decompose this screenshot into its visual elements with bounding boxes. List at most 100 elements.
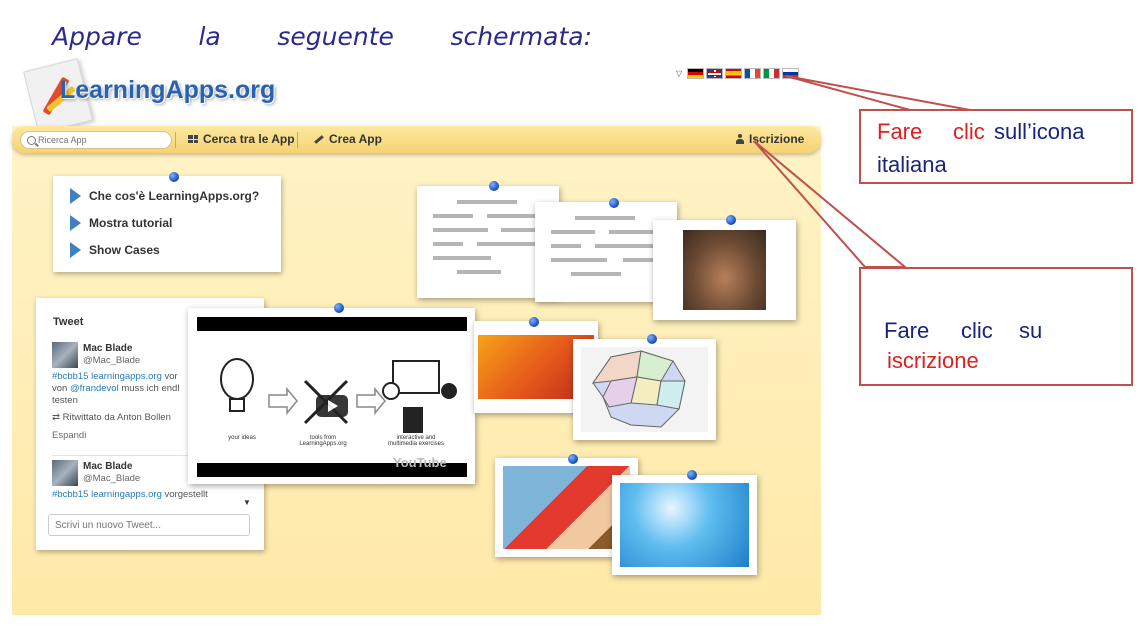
tweet-handle[interactable]: @Mac_Blade <box>83 473 141 484</box>
tweet-item[interactable]: Mac Blade @Mac_Blade #bcbb15 learningapp… <box>52 460 252 505</box>
menu-item-label: Che cos'è LearningApps.org? <box>89 189 260 203</box>
text-line <box>551 258 607 262</box>
text-line <box>551 230 595 234</box>
tweet-text-part: vorgestellt <box>161 489 208 500</box>
pin-icon <box>489 181 499 191</box>
language-selector: ▽ <box>676 68 800 79</box>
video-caption: tools from LearningApps.org <box>299 435 347 447</box>
fresco-image <box>683 230 766 310</box>
text-line <box>501 228 537 232</box>
callout-word: italiana <box>877 152 947 177</box>
pin-icon <box>169 172 179 182</box>
browse-apps-label: Cerca tra le App <box>203 132 295 146</box>
title-word: Appare <box>52 22 142 51</box>
text-line <box>433 256 491 260</box>
flag-russian-icon[interactable] <box>782 68 800 79</box>
pin-icon <box>609 198 619 208</box>
text-line <box>575 216 635 220</box>
nav-divider <box>175 132 176 148</box>
tweet-compose-input[interactable] <box>48 514 250 536</box>
tweet-author[interactable]: Mac Blade <box>83 343 133 354</box>
play-arrow-icon <box>70 188 81 204</box>
flag-german-icon[interactable] <box>687 68 705 79</box>
map-illustration <box>591 350 686 428</box>
create-app-link[interactable]: Crea App <box>314 132 382 146</box>
app-thumbnail[interactable] <box>653 220 796 320</box>
callout-word: Fare <box>877 119 923 144</box>
avatar[interactable] <box>52 460 78 486</box>
tweet-text: #bcbb15 learningapps.org vor von @frande… <box>52 371 250 407</box>
tweet-author[interactable]: Mac Blade <box>83 461 133 472</box>
signup-label: Iscrizione <box>749 132 805 146</box>
retweet-info: ⇄ Ritwittato da Anton Bollen <box>52 412 171 423</box>
menu-item-show-cases[interactable]: Show Cases <box>70 242 160 258</box>
callout-word: Fare <box>884 318 930 343</box>
nav-divider <box>297 132 298 148</box>
grid-icon <box>188 135 198 143</box>
expand-link[interactable]: Espandi <box>52 430 87 441</box>
text-line <box>457 200 517 204</box>
app-frame: Cerca tra le App Crea App Iscrizione Che… <box>12 126 821 615</box>
pencil-icon <box>314 134 324 144</box>
tweet-text-part: vor <box>161 371 178 382</box>
text-line <box>487 214 537 218</box>
divider <box>52 455 252 456</box>
callout-word: sull’icona <box>994 119 1085 144</box>
pin-icon <box>334 303 344 313</box>
scroll-down-icon[interactable]: ▼ <box>243 498 251 507</box>
user-icon <box>736 134 744 144</box>
tweet-link[interactable]: #bcbb15 learningapps.org <box>52 371 162 382</box>
tweet-text-part: testen <box>52 395 78 406</box>
youtube-logo: YouTube <box>393 455 447 470</box>
pin-icon <box>647 334 657 344</box>
text-line <box>623 258 657 262</box>
callout-word: iscrizione <box>887 348 979 373</box>
avatar[interactable] <box>52 342 78 368</box>
tweet-item[interactable]: Mac Blade @Mac_Blade #bcbb15 learningapp… <box>52 342 252 452</box>
video-player[interactable]: your ideas tools from LearningApps.org i… <box>197 317 467 477</box>
menu-item-what-is[interactable]: Che cos'è LearningApps.org? <box>70 188 259 204</box>
info-menu-card: Che cos'è LearningApps.org? Mostra tutor… <box>53 176 281 272</box>
search-input[interactable] <box>36 135 163 145</box>
app-thumbnail[interactable] <box>612 475 757 575</box>
video-card: your ideas tools from LearningApps.org i… <box>188 308 475 484</box>
text-line <box>477 242 537 246</box>
callout-italian-flag: Fare clic sull’icona italiana <box>859 109 1133 184</box>
callout-word: clic <box>953 119 985 144</box>
text-line <box>433 214 473 218</box>
retweet-icon: ⇄ <box>52 412 63 423</box>
search-box[interactable] <box>20 131 172 149</box>
play-button-icon[interactable] <box>316 395 348 417</box>
title-word: schermata: <box>450 22 593 51</box>
flag-italian-icon[interactable] <box>763 68 781 79</box>
callout-word: su <box>1019 318 1043 343</box>
text-line <box>433 242 463 246</box>
app-thumbnail[interactable] <box>573 339 716 440</box>
tweet-text-part: von <box>52 383 70 394</box>
flag-english-icon[interactable] <box>706 68 724 79</box>
pin-icon <box>568 454 578 464</box>
video-caption: interactive and multimedia exercises <box>387 435 445 447</box>
flag-spanish-icon[interactable] <box>725 68 743 79</box>
callout-word: clic <box>961 318 993 343</box>
pin-icon <box>687 470 697 480</box>
pin-icon <box>529 317 539 327</box>
title-word: la <box>198 22 221 51</box>
callout-signup: Fare clic su iscrizione <box>859 267 1133 386</box>
menu-item-label: Mostra tutorial <box>89 216 173 230</box>
browse-apps-link[interactable]: Cerca tra le App <box>188 132 295 146</box>
learningapps-logo[interactable]: LearningApps.org <box>22 58 282 134</box>
tweet-text: #bcbb15 learningapps.org vorgestellt <box>52 489 250 501</box>
menu-item-tutorial[interactable]: Mostra tutorial <box>70 215 172 231</box>
dropdown-arrow-icon[interactable]: ▽ <box>676 69 683 78</box>
pin-icon <box>726 215 736 225</box>
fish-image <box>620 483 749 567</box>
tweet-handle[interactable]: @Mac_Blade <box>83 355 141 366</box>
flag-french-icon[interactable] <box>744 68 762 79</box>
video-frame: your ideas tools from LearningApps.org i… <box>197 331 467 470</box>
retweet-label: Ritwittato da Anton Bollen <box>62 412 171 423</box>
tweet-link[interactable]: #bcbb15 learningapps.org <box>52 489 162 500</box>
signup-link[interactable]: Iscrizione <box>736 132 804 146</box>
navbar: Cerca tra le App Crea App Iscrizione <box>12 126 821 153</box>
tweet-mention[interactable]: @frandevol <box>69 383 119 394</box>
